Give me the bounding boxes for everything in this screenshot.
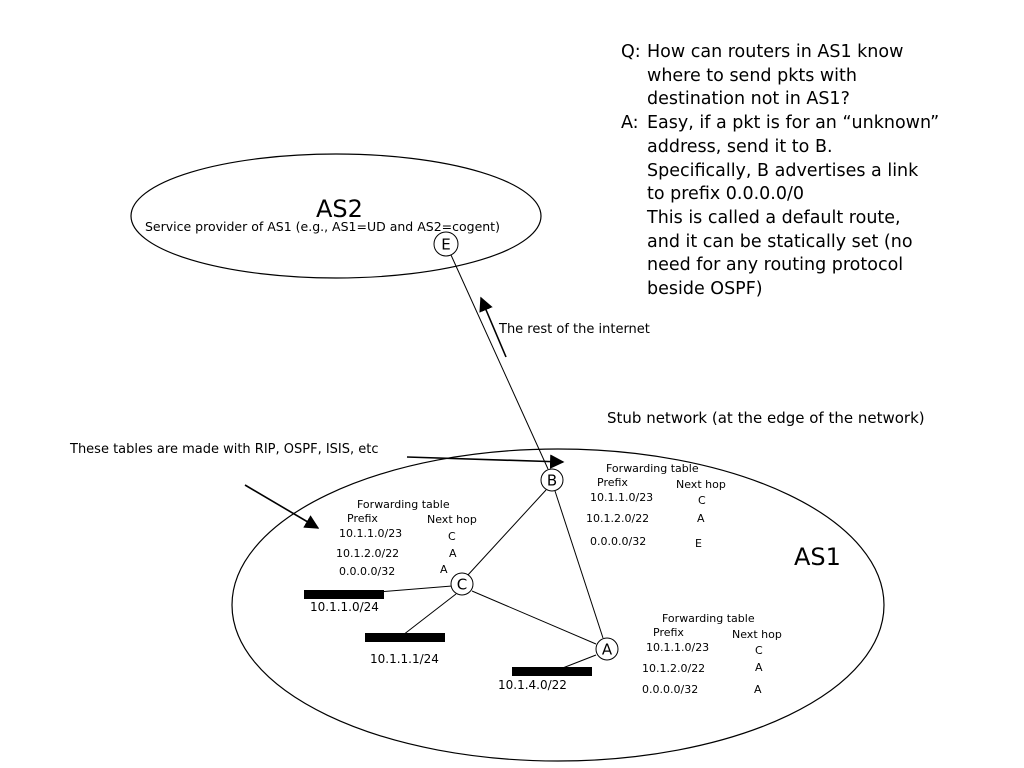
link-b-a [554,490,604,639]
question-label: Q: [621,42,641,62]
table-b-col-next-hop: Next hop [676,478,726,491]
table-a-col-next-hop: Next hop [732,628,782,641]
forwarding-table-a: Forwarding table Prefix Next hop 10.1.1.… [642,612,782,696]
subnet-bar-1 [304,590,384,599]
router-b[interactable]: B [540,468,564,492]
table-b-row2-hop: A [697,512,705,525]
table-c-row3-prefix: 0.0.0.0/32 [339,565,395,578]
router-c[interactable]: C [450,572,474,596]
table-a-row1-prefix: 10.1.1.0/23 [646,641,709,654]
router-e[interactable]: E [433,231,459,257]
table-a-title: Forwarding table [662,612,755,625]
table-b-col-prefix: Prefix [597,476,628,489]
qa-block: Q: How can routers in AS1 know where to … [621,41,1021,302]
table-b-row2-prefix: 10.1.2.0/22 [586,512,649,525]
table-c-row2-prefix: 10.1.2.0/22 [336,547,399,560]
as1-ellipse [231,448,885,762]
table-a-row1-hop: C [755,644,763,657]
table-c-col-next-hop: Next hop [427,513,477,526]
link-b-c [466,489,547,577]
link-c-a [471,590,597,645]
as2-subtitle: Service provider of AS1 (e.g., AS1=UD an… [145,219,500,234]
tables-note: These tables are made with RIP, OSPF, IS… [69,442,379,457]
table-c-row3-hop: A [440,563,448,576]
subnet-label-2: 10.1.1.1/24 [370,652,439,666]
table-b-row3-prefix: 0.0.0.0/32 [590,535,646,548]
router-b-label: B [547,472,557,490]
subnet-label-1: 10.1.1.0/24 [310,600,379,614]
answer-text: Easy, if a pkt is for an “unknown” addre… [647,113,940,300]
subnet-bar-3 [512,667,592,676]
table-b-row1-hop: C [698,494,706,507]
table-b-row3-hop: E [695,537,702,550]
as2-ellipse [130,153,542,279]
table-a-row2-prefix: 10.1.2.0/22 [642,662,705,675]
tables-note-arrow-b [406,454,565,469]
link-c-s2 [402,593,457,636]
router-c-label: C [457,576,467,594]
table-c-title: Forwarding table [357,498,450,511]
stub-network-label: Stub network (at the edge of the network… [607,409,925,427]
rest-of-internet-arrow [479,296,507,358]
as2-title: AS2 [316,195,363,223]
subnet-label-3: 10.1.4.0/22 [498,678,567,692]
table-c-row2-hop: A [449,547,457,560]
as1-title: AS1 [794,543,841,571]
router-e-label: E [441,236,450,254]
table-b-row1-prefix: 10.1.1.0/23 [590,491,653,504]
answer-row: A: Easy, if a pkt is for an “unknown” ad… [621,112,1021,302]
router-a-label: A [602,641,613,659]
link-e-b [450,254,549,470]
table-b-title: Forwarding table [606,462,699,475]
question-row: Q: How can routers in AS1 know where to … [621,41,1021,112]
rest-of-internet-label: The rest of the internet [498,322,650,337]
answer-label: A: [621,113,639,134]
table-a-row2-hop: A [755,661,763,674]
subnet-bar-2 [365,633,445,642]
table-a-row3-prefix: 0.0.0.0/32 [642,683,698,696]
router-a[interactable]: A [595,637,619,661]
forwarding-table-b: Forwarding table Prefix Next hop 10.1.1.… [586,462,726,550]
tables-note-arrow-c [244,484,320,529]
question-text: How can routers in AS1 know where to sen… [647,42,904,110]
table-a-col-prefix: Prefix [653,626,684,639]
table-c-row1-hop: C [448,530,456,543]
table-c-col-prefix: Prefix [347,512,378,525]
table-c-row1-prefix: 10.1.1.0/23 [339,527,402,540]
table-a-row3-hop: A [754,683,762,696]
forwarding-table-c: Forwarding table Prefix Next hop 10.1.1.… [336,498,477,578]
